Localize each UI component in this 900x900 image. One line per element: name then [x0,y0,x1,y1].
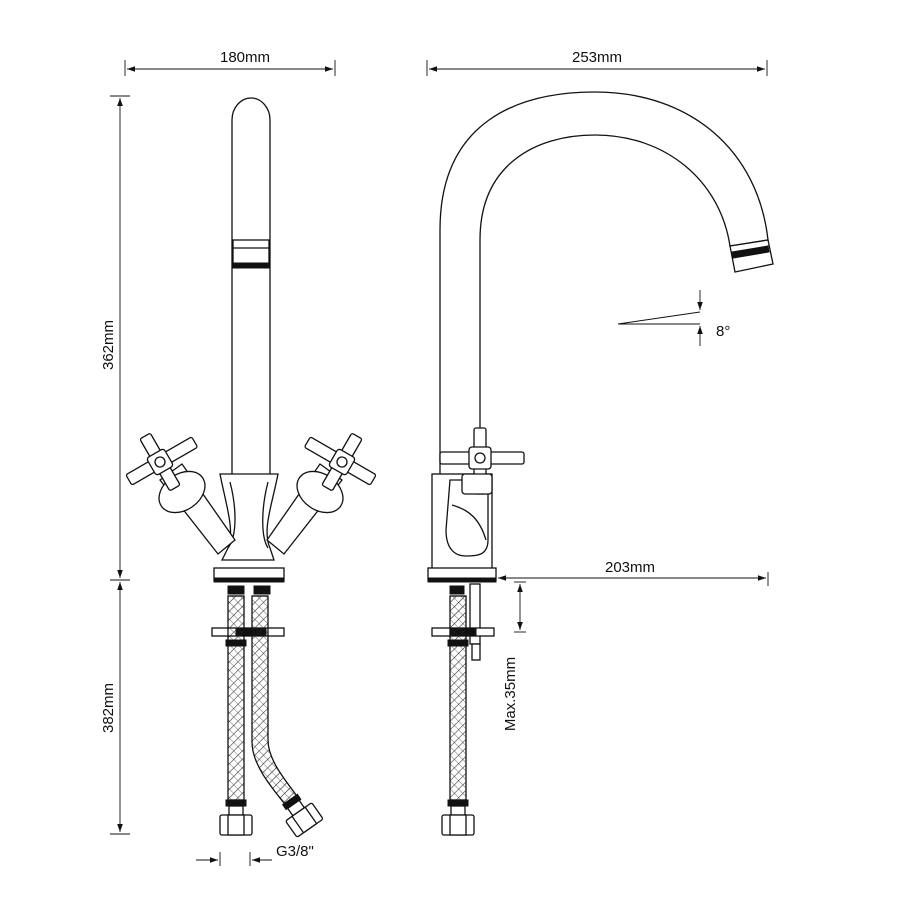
thread-dimension: G3/8" [196,843,314,866]
height-dimensions: 362mm 382mm [100,95,130,835]
thread-label: G3/8" [276,843,314,860]
reach-label: 203mm [605,559,655,576]
hose-length-label: 382mm [100,683,117,733]
angle-label: 8° [716,323,730,340]
side-body [427,427,525,583]
deck-thickness-label: Max.35mm [502,657,519,731]
side-view: 253mm [426,49,774,836]
front-width-dimension: 180mm [124,49,336,76]
deck-thickness-dimension: Max.35mm [502,581,526,731]
front-left-handle [125,433,236,555]
front-hoses [219,595,324,838]
front-body [219,473,279,561]
front-spout [231,97,271,476]
front-right-handle [266,433,377,555]
front-width-label: 180mm [220,49,270,66]
angle-dimension: 8° [617,290,730,346]
side-width-dimension: 253mm [426,49,768,76]
side-width-label: 253mm [572,49,622,66]
front-base [211,567,285,637]
reach-dimension: 203mm [498,559,769,586]
side-spout [439,91,774,476]
spout-height-label: 362mm [100,320,117,370]
front-view: 180mm 362mm 382mm [100,49,377,866]
side-mount [431,583,495,836]
